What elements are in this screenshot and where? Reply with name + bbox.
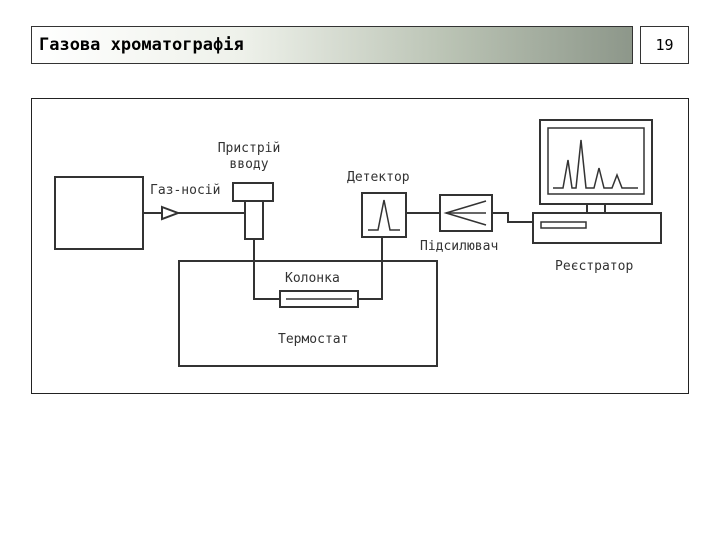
label-injector-line1: Пристрій [218, 141, 281, 156]
gas-cylinder [54, 176, 144, 250]
page-number: 19 [655, 36, 674, 54]
injector-body [244, 200, 264, 240]
injector-head [232, 182, 274, 202]
recorder-stand [586, 203, 606, 214]
label-detector: Детектор [347, 170, 410, 185]
slide-title-bar: Газова хроматографія [31, 26, 633, 64]
label-amplifier: Підсилювач [420, 239, 498, 254]
label-carrier-gas: Газ-носій [150, 183, 220, 198]
amplifier-recorder-line [492, 212, 533, 223]
recorder-screen [547, 127, 645, 195]
label-recorder: Реєстратор [555, 259, 633, 274]
slide-title: Газова хроматографія [39, 35, 244, 55]
label-injector-line2: вводу [229, 157, 268, 172]
thermostat-box [178, 260, 438, 367]
flow-arrow-icon [161, 205, 181, 221]
page-number-box: 19 [640, 26, 689, 64]
recorder-slot [540, 221, 587, 229]
detector-peak-icon [368, 199, 400, 231]
column-inlet-line [253, 239, 280, 300]
label-thermostat: Термостат [278, 332, 348, 347]
label-column: Колонка [285, 271, 340, 286]
chromatogram-trace [553, 139, 638, 189]
column-outlet-line [358, 237, 383, 300]
